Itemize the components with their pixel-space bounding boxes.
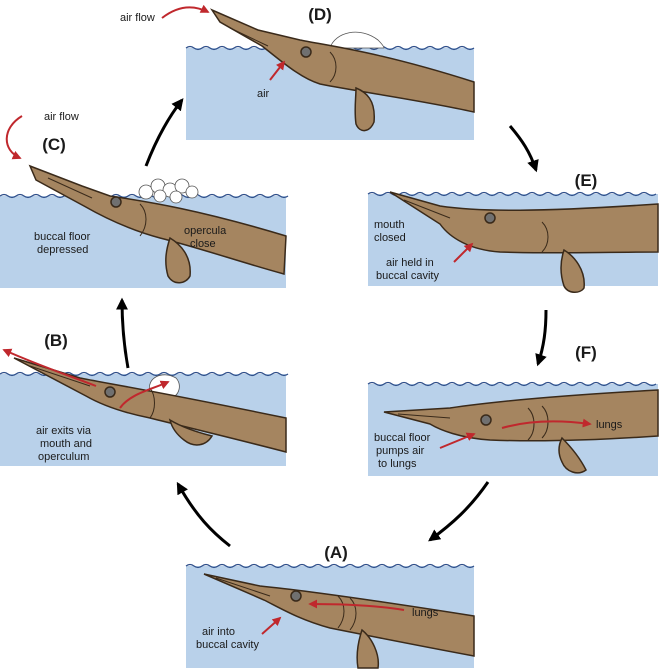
air-arrow-d: [269, 60, 286, 81]
pump-label-f-3: to lungs: [378, 458, 417, 470]
pump-label-f-1: buccal floor: [374, 432, 431, 444]
air-into-label-a-1: air into: [202, 626, 235, 638]
panel-label-d: (D): [308, 5, 332, 24]
air-label-d: air: [257, 88, 270, 100]
cycle-arrow-c-to-d: [144, 98, 184, 167]
panel-c: (C) air flow buccal floor depressed oper…: [0, 111, 289, 288]
opercula-label-c-1: opercula: [184, 225, 227, 237]
panel-b: (B) air exits via mouth and operculum: [0, 331, 289, 466]
gar-fish-d: [209, 8, 475, 132]
panel-f: (F) lungs buccal floor pumps air to lung…: [367, 343, 659, 476]
waterline-f: [367, 381, 657, 387]
panel-label-c: (C): [42, 135, 66, 154]
eye-b: [104, 386, 116, 398]
bubble-d: [329, 31, 385, 49]
air-flow-label-d: air flow: [120, 12, 155, 24]
mouth-label-e-2: closed: [374, 232, 406, 244]
air-flow-arrow-c: [5, 115, 23, 160]
panel-label-e: (E): [575, 171, 598, 190]
air-flow-arrow-d: [161, 4, 210, 19]
pump-arrow-f: [439, 432, 476, 449]
exit-label-b-2: mouth and: [40, 438, 92, 450]
air-exit-mouth-arrow-b: [2, 348, 97, 387]
eye-c: [110, 196, 122, 208]
opercula-label-c-2: close: [190, 238, 216, 250]
waterline-a: [185, 563, 475, 569]
cycle-arrows: [116, 98, 548, 548]
panel-label-b: (B): [44, 331, 68, 350]
held-label-e-1: air held in: [386, 257, 434, 269]
lungs-arrow-a: [308, 599, 405, 611]
gar-fish-c: [28, 164, 287, 284]
panel-a: (A) lungs air into buccal cavity: [185, 543, 475, 669]
mouth-label-e-1: mouth: [374, 219, 405, 231]
held-label-e-2: buccal cavity: [376, 270, 439, 282]
buccal-floor-label-c-2: depressed: [37, 244, 88, 256]
bubbles-c: [138, 178, 199, 204]
cycle-arrow-d-to-e: [508, 125, 539, 173]
lungs-label-f: lungs: [596, 419, 623, 431]
waterline-e: [367, 191, 657, 197]
air-flow-label-c: air flow: [44, 111, 79, 123]
exit-label-b-3: operculum: [38, 451, 89, 463]
air-into-label-a-2: buccal cavity: [196, 639, 259, 651]
exit-label-b-1: air exits via: [36, 425, 92, 437]
cycle-arrow-a-to-b: [176, 481, 231, 548]
gar-fish-e: [389, 191, 659, 293]
gar-fish-a: [203, 573, 475, 669]
panel-d: (D) air flow air: [120, 4, 475, 140]
panel-e: (E) mouth closed air held in buccal cavi…: [367, 171, 659, 293]
eye-f: [480, 414, 492, 426]
eye-a: [290, 590, 302, 602]
air-exit-operculum-arrow-b: [119, 380, 170, 409]
pump-label-f-2: pumps air: [376, 445, 425, 457]
cycle-arrow-e-to-f: [535, 309, 548, 367]
buccal-floor-label-c-1: buccal floor: [34, 231, 91, 243]
lungs-label-a: lungs: [412, 607, 439, 619]
air-held-arrow-e: [453, 242, 474, 263]
eye-e: [484, 212, 496, 224]
cycle-arrow-b-to-c: [116, 297, 130, 369]
panel-label-a: (A): [324, 543, 348, 562]
lungs-arrow-f: [501, 418, 592, 429]
panel-label-f: (F): [575, 343, 597, 362]
air-into-arrow-a: [261, 616, 282, 635]
cycle-arrow-f-to-a: [428, 481, 490, 542]
eye-d: [300, 46, 312, 58]
